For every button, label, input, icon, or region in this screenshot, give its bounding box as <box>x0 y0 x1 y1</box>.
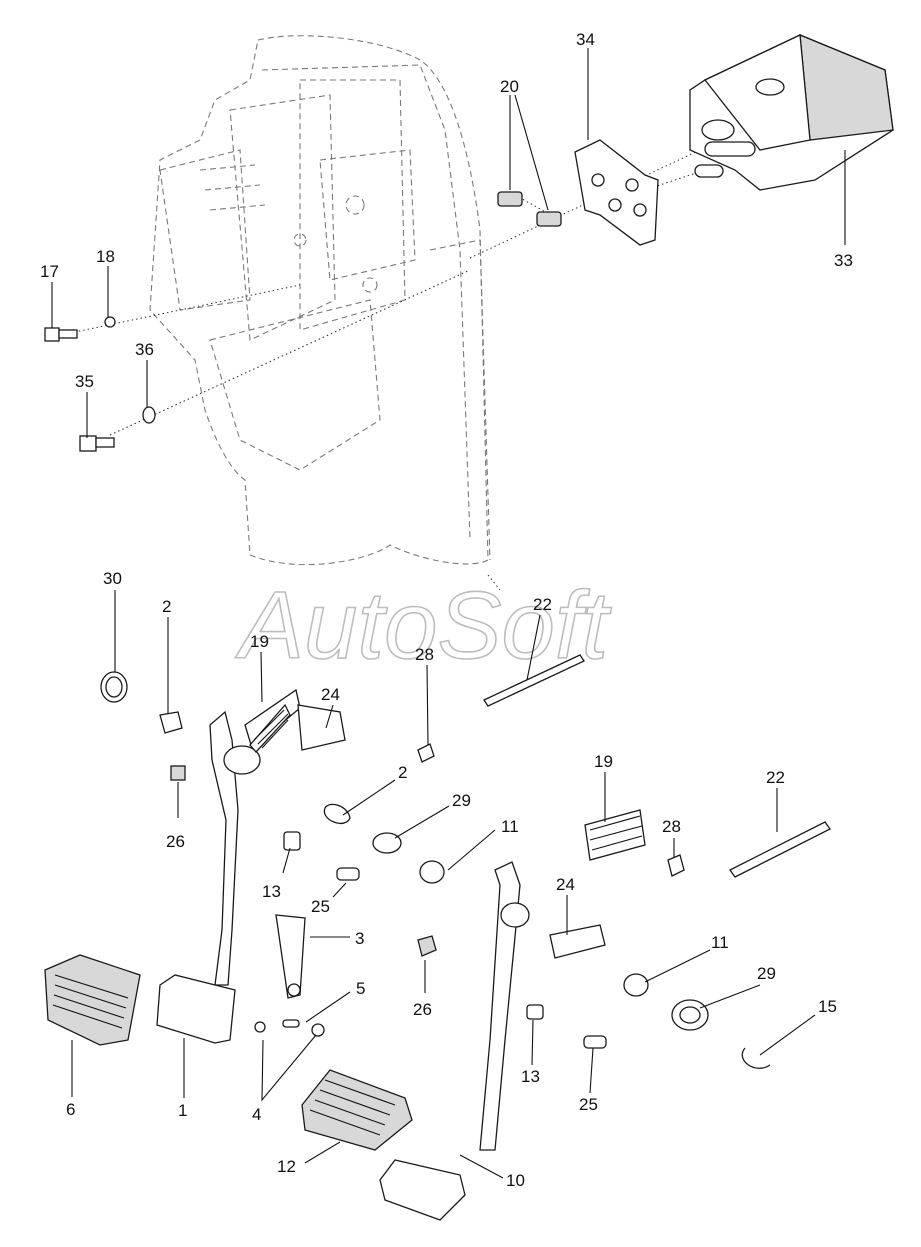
pump-unit <box>689 33 894 191</box>
callout-24-right: 24 <box>556 875 575 894</box>
callout-28-lower: 28 <box>662 817 681 836</box>
gasket <box>574 139 659 246</box>
callout-11-upper: 11 <box>501 817 519 836</box>
spring-left-coils <box>253 709 289 749</box>
callout-17: 17 <box>40 262 59 281</box>
callout-13-left: 13 <box>262 882 281 901</box>
callout-labels: 34 20 33 17 18 35 36 30 2 19 22 28 24 2 … <box>40 30 853 1190</box>
callout-15: 15 <box>818 997 837 1016</box>
leader-lines <box>51 48 846 1179</box>
housing-outline <box>149 35 491 566</box>
callout-28-upper: 28 <box>415 645 434 664</box>
callout-24-left: 24 <box>321 685 340 704</box>
callout-13-right: 13 <box>521 1067 540 1086</box>
callout-26-left: 26 <box>166 832 185 851</box>
callout-20: 20 <box>500 77 519 96</box>
callout-2-mid: 2 <box>398 763 407 782</box>
callout-36: 36 <box>135 340 154 359</box>
spring-left <box>249 703 291 753</box>
bolts-washers <box>44 316 156 452</box>
callout-29-lower: 29 <box>757 964 776 983</box>
callout-26-right: 26 <box>413 1000 432 1019</box>
callout-22-upper: 22 <box>533 595 552 614</box>
rod-upper <box>483 654 585 707</box>
right-pedal-assembly <box>301 809 831 1221</box>
left-pedal-assembly <box>44 671 435 1046</box>
callout-4: 4 <box>252 1105 261 1124</box>
callout-3: 3 <box>355 929 364 948</box>
callout-34: 34 <box>576 30 595 49</box>
fitting-pair <box>497 191 562 227</box>
callout-35: 35 <box>75 372 94 391</box>
callout-2-left: 2 <box>162 597 171 616</box>
callout-6: 6 <box>66 1100 75 1119</box>
callout-5: 5 <box>356 979 365 998</box>
callout-12: 12 <box>277 1157 296 1176</box>
watermark-text: AutoSoft <box>235 572 612 679</box>
callout-22-lower: 22 <box>766 768 785 787</box>
callout-25-right: 25 <box>579 1095 598 1114</box>
callout-10: 10 <box>506 1171 525 1190</box>
callout-18: 18 <box>96 247 115 266</box>
callout-25-left: 25 <box>311 897 330 916</box>
callout-11-lower: 11 <box>711 933 729 952</box>
callout-19-left: 19 <box>250 632 269 651</box>
callout-30: 30 <box>103 569 122 588</box>
callout-1: 1 <box>178 1101 187 1120</box>
callout-33: 33 <box>834 251 853 270</box>
callout-29-upper: 29 <box>452 791 471 810</box>
callout-19-right: 19 <box>594 752 613 771</box>
